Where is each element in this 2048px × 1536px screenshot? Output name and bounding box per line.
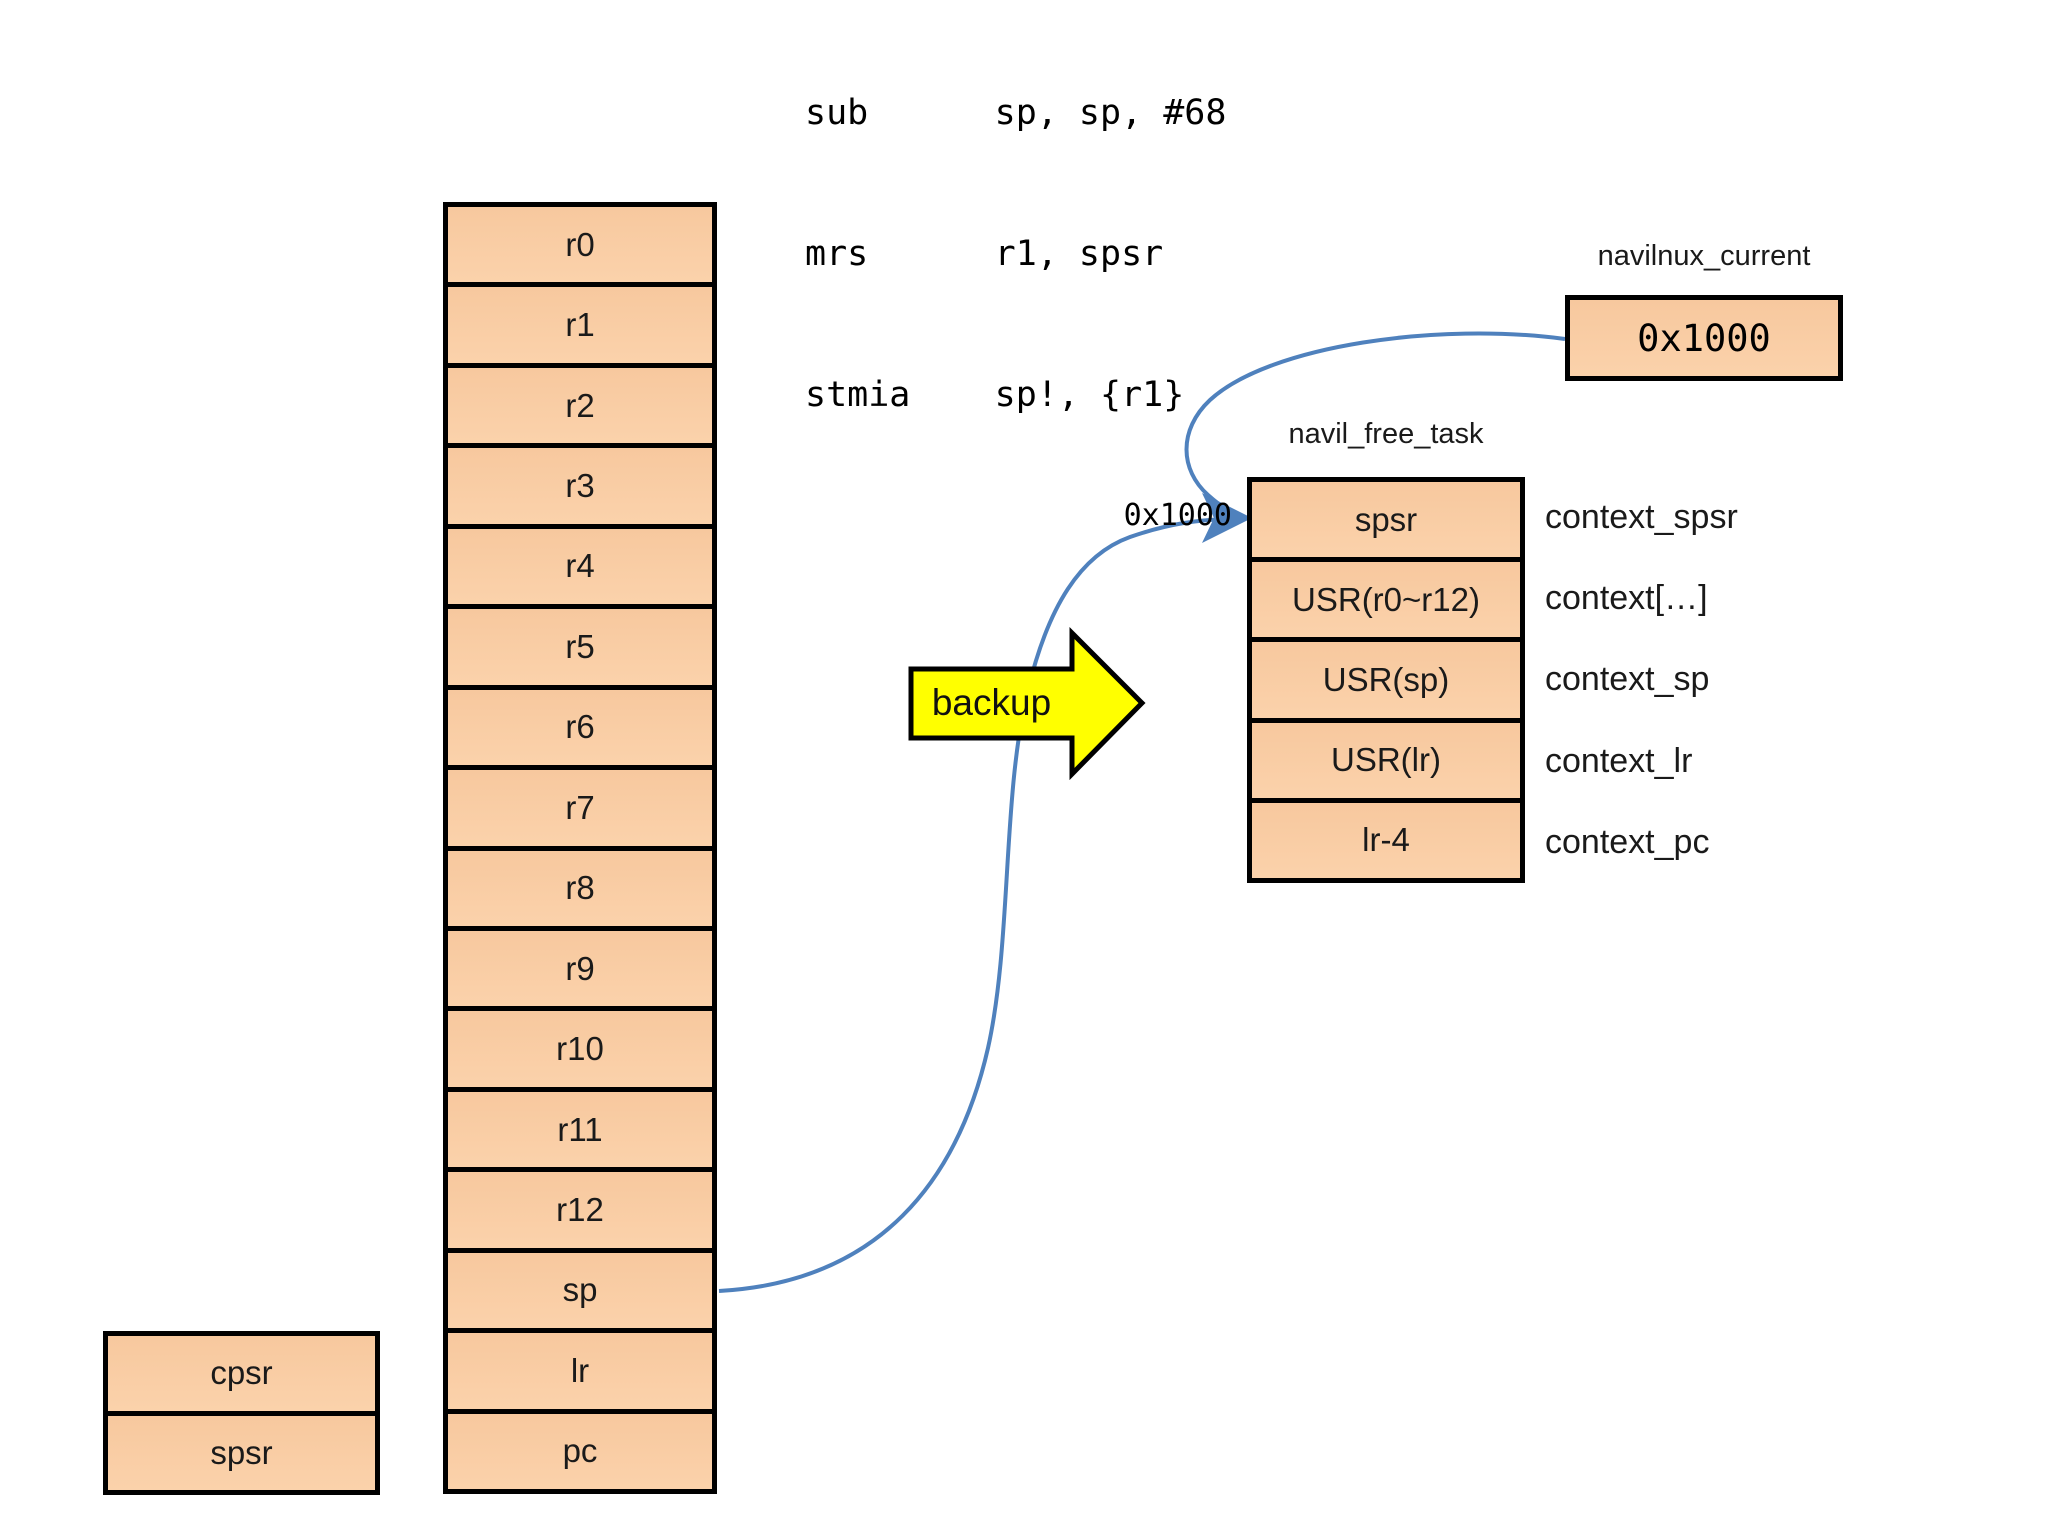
register-cell: r7 — [448, 770, 712, 846]
context-cell: lr-4 — [1252, 802, 1520, 878]
register-cell: r9 — [448, 930, 712, 1007]
pointer-arrowhead-icon — [1202, 493, 1252, 543]
register-cell-pc: pc — [448, 1413, 712, 1489]
register-cell: r3 — [448, 448, 712, 524]
status-register-cell: cpsr — [108, 1336, 375, 1411]
register-cell: r10 — [448, 1011, 712, 1087]
current-pointer-title: navilnux_current — [1597, 240, 1811, 272]
register-stack: r0 r1 r2 r3 r4 r5 r6 r7 r8 r9 r10 r11 r1… — [443, 202, 717, 1494]
register-cell: r6 — [448, 689, 712, 766]
context-cell: USR(lr) — [1252, 722, 1520, 798]
context-cell: spsr — [1252, 482, 1520, 558]
code-line: mrs r1, spsr — [805, 234, 1164, 274]
context-field-label: context_spsr — [1545, 498, 1738, 537]
assembly-code-block: sub sp, sp, #68 mrs r1, spsr stmia sp!, … — [805, 0, 1226, 513]
context-field-labels: context_spsr context[…] context_sp conte… — [1545, 477, 1875, 883]
register-cell: r0 — [448, 207, 712, 283]
free-task-box: spsr USR(r0~r12) USR(sp) USR(lr) lr-4 — [1247, 477, 1525, 883]
register-cell: r4 — [448, 528, 712, 605]
connector-sp-to-context-icon — [718, 517, 1227, 1293]
context-field-label: context[…] — [1545, 579, 1708, 618]
free-task-title: navil_free_task — [1288, 418, 1484, 450]
register-cell: r8 — [448, 850, 712, 926]
register-cell: r11 — [448, 1091, 712, 1168]
context-field-label: context_lr — [1545, 741, 1693, 780]
register-cell-lr: lr — [448, 1333, 712, 1409]
register-cell-sp: sp — [448, 1252, 712, 1329]
code-line: sub sp, sp, #68 — [805, 93, 1227, 133]
register-cell: r12 — [448, 1172, 712, 1248]
context-field-label: context_pc — [1545, 822, 1710, 861]
register-cell: r2 — [448, 367, 712, 444]
pointer-address-label: 0x1000 — [1123, 498, 1232, 533]
context-cell: USR(sp) — [1252, 642, 1520, 718]
register-cell: r5 — [448, 609, 712, 685]
backup-arrow-label: backup — [931, 681, 1052, 723]
current-pointer-box: 0x1000 — [1565, 295, 1843, 381]
register-cell: r1 — [448, 287, 712, 363]
status-register-cell: spsr — [108, 1415, 375, 1490]
context-cell: USR(r0~r12) — [1252, 562, 1520, 638]
code-line: stmia sp!, {r1} — [805, 375, 1185, 415]
status-register-box: cpsr spsr — [103, 1331, 380, 1495]
context-field-label: context_sp — [1545, 660, 1710, 699]
backup-block-arrow-icon — [908, 626, 1146, 781]
